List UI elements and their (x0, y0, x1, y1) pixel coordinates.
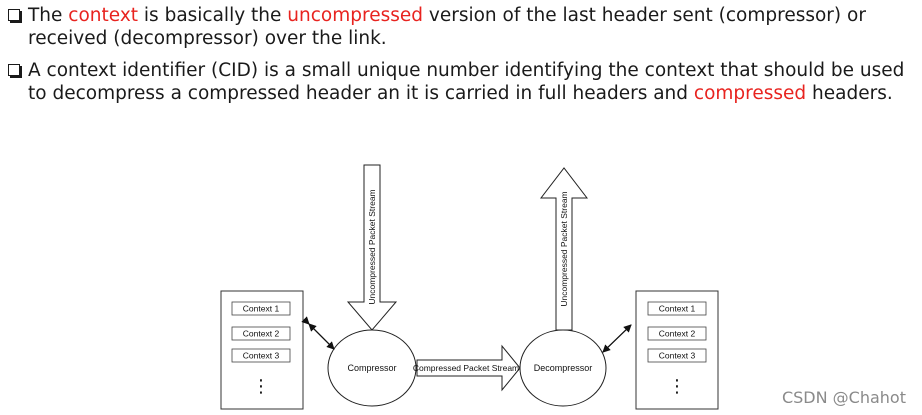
bullet-text-segment: headers. (806, 83, 893, 104)
uncompressed-stream-out-label: Uncompressed Packet Stream (559, 191, 569, 306)
right-bidirectional-arrow-return-icon (602, 324, 632, 353)
uncompressed-stream-out-arrow: Uncompressed Packet Stream (539, 167, 589, 331)
right-context-item-3: Context 3 (647, 348, 707, 363)
checkbox-bullet-icon (8, 9, 20, 21)
bullet-item-cid: A context identifier (CID) is a small un… (6, 59, 916, 105)
uncompressed-stream-in-label: Uncompressed Packet Stream (367, 189, 377, 304)
left-context-label-1: Context 1 (243, 304, 280, 314)
compressed-stream-arrow: Compressed Packet Stream (413, 344, 521, 392)
watermark: CSDN @Chahot (781, 388, 906, 407)
right-context-label-3: Context 3 (659, 351, 696, 361)
left-context-label-3: Context 3 (243, 351, 280, 361)
right-context-item-1: Context 1 (647, 301, 707, 316)
highlight-context: context (68, 5, 139, 26)
right-context-store: Context 1 Context 2 Context 3 ⋮ (635, 290, 719, 410)
bullet-text-cid: A context identifier (CID) is a small un… (28, 60, 904, 104)
left-context-item-2: Context 2 (231, 326, 291, 341)
decompressor-node: Decompressor (519, 329, 607, 407)
decompressor-label: Decompressor (534, 363, 593, 373)
uncompressed-stream-in-arrow: Uncompressed Packet Stream (346, 164, 398, 331)
bullet-text-segment: A context identifier (CID) is a small un… (28, 60, 905, 104)
compressor-node: Compressor (327, 329, 417, 407)
bullet-text-context: The context is basically the uncompresse… (28, 5, 866, 49)
right-context-ellipsis: ⋮ (668, 376, 686, 397)
checkbox-bullet-icon (8, 64, 20, 76)
left-context-label-2: Context 2 (243, 329, 280, 339)
highlight-compressed: compressed (693, 83, 807, 104)
right-context-label-1: Context 1 (659, 304, 696, 314)
bullet-text-segment: version of the last header sent (compres… (28, 5, 866, 49)
bullet-list: The context is basically the uncompresse… (6, 4, 916, 114)
bullet-item-context: The context is basically the uncompresse… (6, 4, 916, 50)
left-context-link-arrow-return (308, 323, 335, 350)
right-context-item-2: Context 2 (647, 326, 707, 341)
left-context-item-1: Context 1 (231, 301, 291, 316)
highlight-uncompressed: uncompressed (287, 5, 423, 26)
left-context-item-3: Context 3 (231, 348, 291, 363)
left-context-ellipsis: ⋮ (252, 376, 270, 397)
left-context-store: Context 1 Context 2 Context 3 ⋮ (220, 290, 304, 410)
compressor-label: Compressor (347, 363, 396, 373)
bullet-text-segment: is basically the (138, 5, 288, 26)
right-context-link-arrow (602, 324, 632, 353)
right-context-label-2: Context 2 (659, 329, 696, 339)
bullet-text-segment: The (28, 5, 69, 26)
compressed-stream-label: Compressed Packet Stream (413, 363, 519, 373)
left-bidirectional-arrow-return-icon (308, 323, 335, 350)
